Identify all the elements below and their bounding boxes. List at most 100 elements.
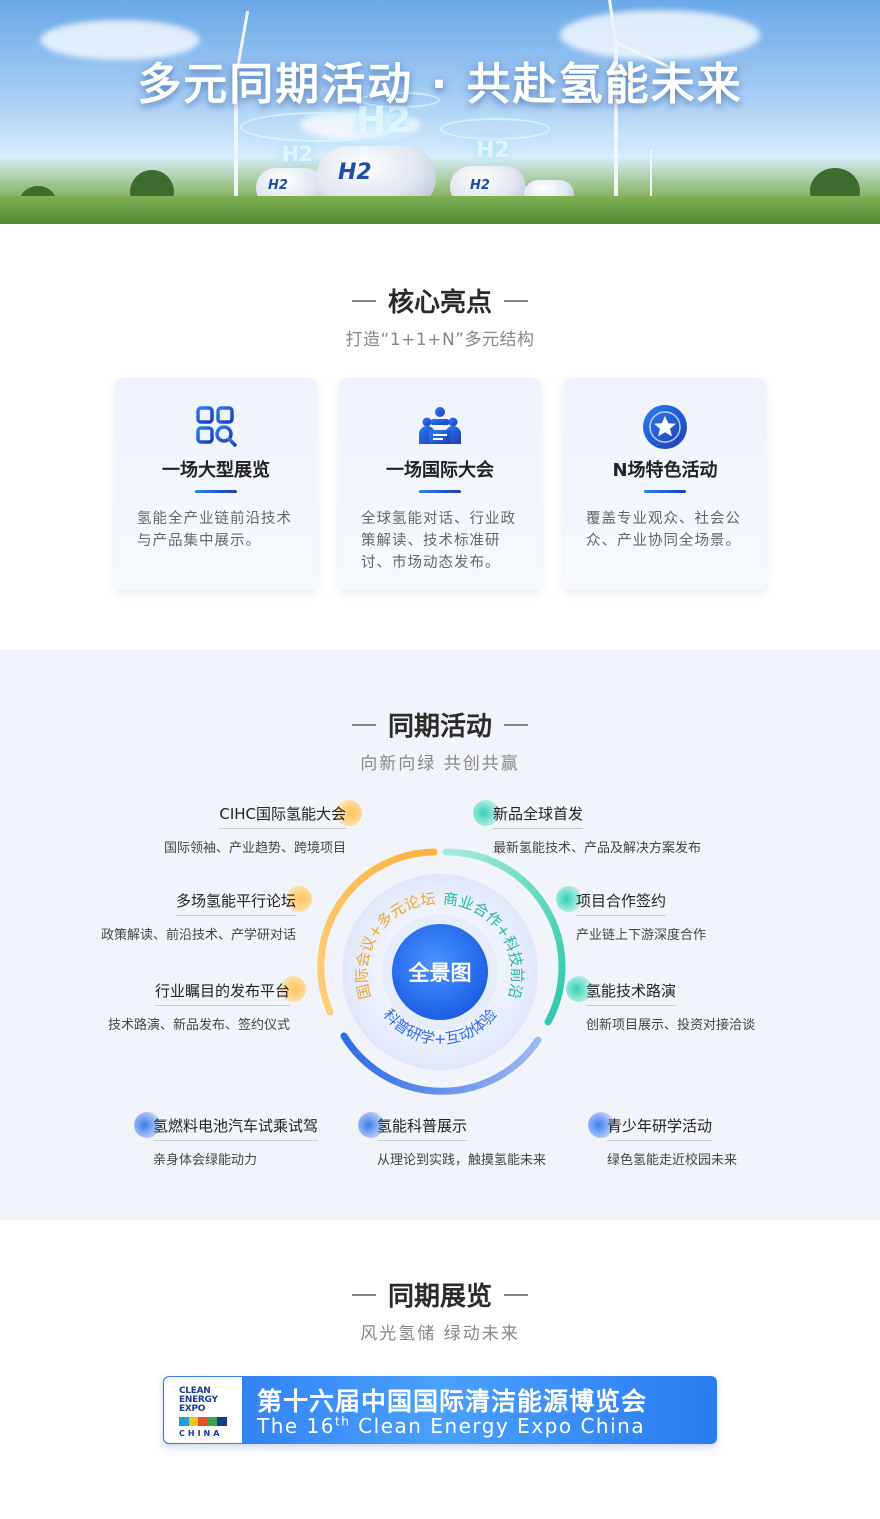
- card-title: 一场国际大会: [386, 460, 494, 481]
- card-title: N场特色活动: [612, 460, 718, 481]
- activities-heading: 同期活动 向新向绿 共创共赢: [0, 706, 880, 774]
- glow-ring: [440, 118, 550, 140]
- glow-ring: [240, 112, 400, 142]
- star-badge-icon: [564, 404, 766, 449]
- heading-dash: [351, 299, 376, 302]
- wind-turbine-icon: [234, 80, 238, 210]
- activity-marker-teal: [556, 886, 582, 912]
- heading-dash: [351, 723, 376, 726]
- highlight-card-conference: 一场国际大会 全球氢能对话、行业政策解读、技术标准研讨、市场动态发布。: [339, 378, 541, 590]
- highlights-title: 核心亮点: [387, 288, 492, 318]
- activity-title: 氢能技术路演: [586, 980, 677, 1006]
- activity-marker-teal: [566, 976, 592, 1002]
- hero-h2-glow: H2: [476, 138, 510, 163]
- expo-name-en-suffix: Clean Energy Expo China: [350, 1414, 646, 1438]
- activity-marker-orange: [286, 886, 312, 912]
- activity-marker-teal: [473, 800, 499, 826]
- cloud: [560, 10, 760, 60]
- logo-word: EXPO: [179, 1404, 206, 1414]
- activity-item: CIHC国际氢能大会 国际领袖、产业趋势、跨境项目: [164, 803, 346, 856]
- activity-desc: 创新项目展示、投资对接洽谈: [586, 1018, 756, 1033]
- tank-h2-label: H2: [470, 178, 490, 193]
- activity-desc: 最新氢能技术、产品及解决方案发布: [493, 841, 702, 856]
- activity-desc: 从理论到实践，触摸氢能未来: [377, 1153, 547, 1168]
- expo-banner[interactable]: CLEAN ENERGY EXPO CHINA 第十六届中国国际清洁能源博览会 …: [163, 1376, 717, 1444]
- wind-turbine-icon: [650, 150, 652, 210]
- heading-dash: [351, 1293, 376, 1296]
- activity-marker-orange: [336, 800, 362, 826]
- activity-marker-orange: [280, 976, 306, 1002]
- activity-marker-blue: [588, 1112, 614, 1138]
- exhibition-heading: 同期展览 风光氢储 绿动未来: [0, 1276, 880, 1344]
- activity-desc: 技术路演、新品发布、签约仪式: [107, 1018, 290, 1033]
- activity-item: 青少年研学活动 绿色氢能走近校园未来: [607, 1115, 737, 1168]
- expo-name-cn: 第十六届中国国际清洁能源博览会: [257, 1387, 648, 1416]
- wind-turbine-icon: [614, 40, 618, 210]
- activity-title: 项目合作签约: [576, 890, 667, 916]
- card-accent-bar: [419, 490, 461, 493]
- activity-title: 行业瞩目的发布平台: [154, 980, 290, 1006]
- activity-desc: 国际领袖、产业趋势、跨境项目: [163, 841, 346, 856]
- expo-name-en-sup: th: [335, 1414, 351, 1429]
- arc-teal: [442, 848, 566, 1026]
- card-accent-bar: [644, 490, 686, 493]
- activities-subtitle: 向新向绿 共创共赢: [360, 754, 520, 774]
- arc-orange: [317, 848, 438, 1016]
- tank-h2-label: H2: [338, 160, 372, 185]
- activity-item: 行业瞩目的发布平台 技术路演、新品发布、签约仪式: [108, 980, 290, 1033]
- activity-marker-blue: [358, 1112, 384, 1138]
- card-text: 覆盖专业观众、社会公众、产业协同全场景。: [586, 511, 741, 549]
- activity-item: 氢能技术路演 创新项目展示、投资对接洽谈: [586, 980, 755, 1033]
- core-circle: [392, 924, 488, 1020]
- panorama-diagram: 全景图 国际会议+多元论坛 商业合作+科技前沿 科普研学+互动体验: [317, 848, 566, 1095]
- logo-color-strip: [179, 1417, 227, 1426]
- highlights-subtitle: 打造“1+1+N”多元结构: [345, 330, 535, 350]
- highlight-card-exhibition: 一场大型展览 氢能全产业链前沿技术与产品集中展示。: [115, 378, 317, 590]
- clean-energy-expo-logo: CLEAN ENERGY EXPO CHINA: [164, 1377, 242, 1443]
- activity-item: 氢能科普展示 从理论到实践，触摸氢能未来: [377, 1115, 546, 1168]
- hero-h2-glow: H2: [356, 100, 412, 141]
- heading-dash: [504, 723, 528, 726]
- activity-desc: 绿色氢能走近校园未来: [607, 1153, 738, 1168]
- highlight-card-activities: N场特色活动 覆盖专业观众、社会公众、产业协同全场景。: [564, 378, 766, 590]
- heading-dash: [504, 1293, 528, 1296]
- card-text: 全球氢能对话、行业政策解读、技术标准研讨、市场动态发布。: [361, 511, 516, 571]
- exhibition-subtitle: 风光氢储 绿动未来: [360, 1324, 520, 1344]
- arc-blue: [340, 1032, 542, 1095]
- activity-title: 新品全球首发: [493, 803, 584, 829]
- activity-title: 青少年研学活动: [607, 1115, 713, 1141]
- activity-title: 氢燃料电池汽车试乘试驾: [153, 1115, 319, 1141]
- card-accent-bar: [195, 490, 237, 493]
- activities-title: 同期活动: [387, 712, 492, 742]
- hero-banner: H2 H2 H2 H2 H2 H2 多元同期活动 · 共赴氢能未来: [0, 0, 880, 224]
- hero-h2-glow: H2: [282, 142, 313, 166]
- grid-search-icon: [115, 404, 317, 448]
- logo-country: CHINA: [179, 1429, 223, 1438]
- activity-desc: 亲身体会绿能动力: [153, 1153, 258, 1168]
- activity-item: 氢燃料电池汽车试乘试驾 亲身体会绿能动力: [153, 1115, 319, 1168]
- activity-desc: 政策解读、前沿技术、产学研对话: [100, 928, 296, 943]
- highlights-heading: 核心亮点 打造“1+1+N”多元结构: [0, 282, 880, 350]
- center-label: 全景图: [408, 961, 472, 985]
- activity-title: 氢能科普展示: [377, 1115, 468, 1141]
- card-text: 氢能全产业链前沿技术与产品集中展示。: [137, 511, 292, 549]
- exhibition-title: 同期展览: [387, 1282, 492, 1312]
- activity-marker-blue: [134, 1112, 160, 1138]
- meeting-people-icon: [339, 404, 541, 448]
- grass-field: [0, 196, 880, 224]
- activity-item: 项目合作签约 产业链上下游深度合作: [576, 890, 706, 943]
- activity-title: 多场氢能平行论坛: [175, 890, 296, 916]
- logo-word: CLEAN: [179, 1386, 211, 1396]
- expo-name-en: The 16th Clean Energy Expo China: [257, 1414, 645, 1438]
- hero-title: 多元同期活动 · 共赴氢能未来: [137, 59, 743, 110]
- heading-dash: [504, 299, 528, 302]
- glow-ring: [360, 92, 440, 108]
- activity-item: 新品全球首发 最新氢能技术、产品及解决方案发布: [493, 803, 701, 856]
- expo-name-en-prefix: The 16: [257, 1414, 336, 1438]
- cloud: [40, 20, 200, 60]
- activity-title: CIHC国际氢能大会: [219, 803, 346, 829]
- tank-h2-label: H2: [268, 178, 288, 193]
- activity-desc: 产业链上下游深度合作: [576, 928, 707, 943]
- logo-word: ENERGY: [179, 1395, 218, 1405]
- activity-item: 多场氢能平行论坛 政策解读、前沿技术、产学研对话: [101, 890, 296, 943]
